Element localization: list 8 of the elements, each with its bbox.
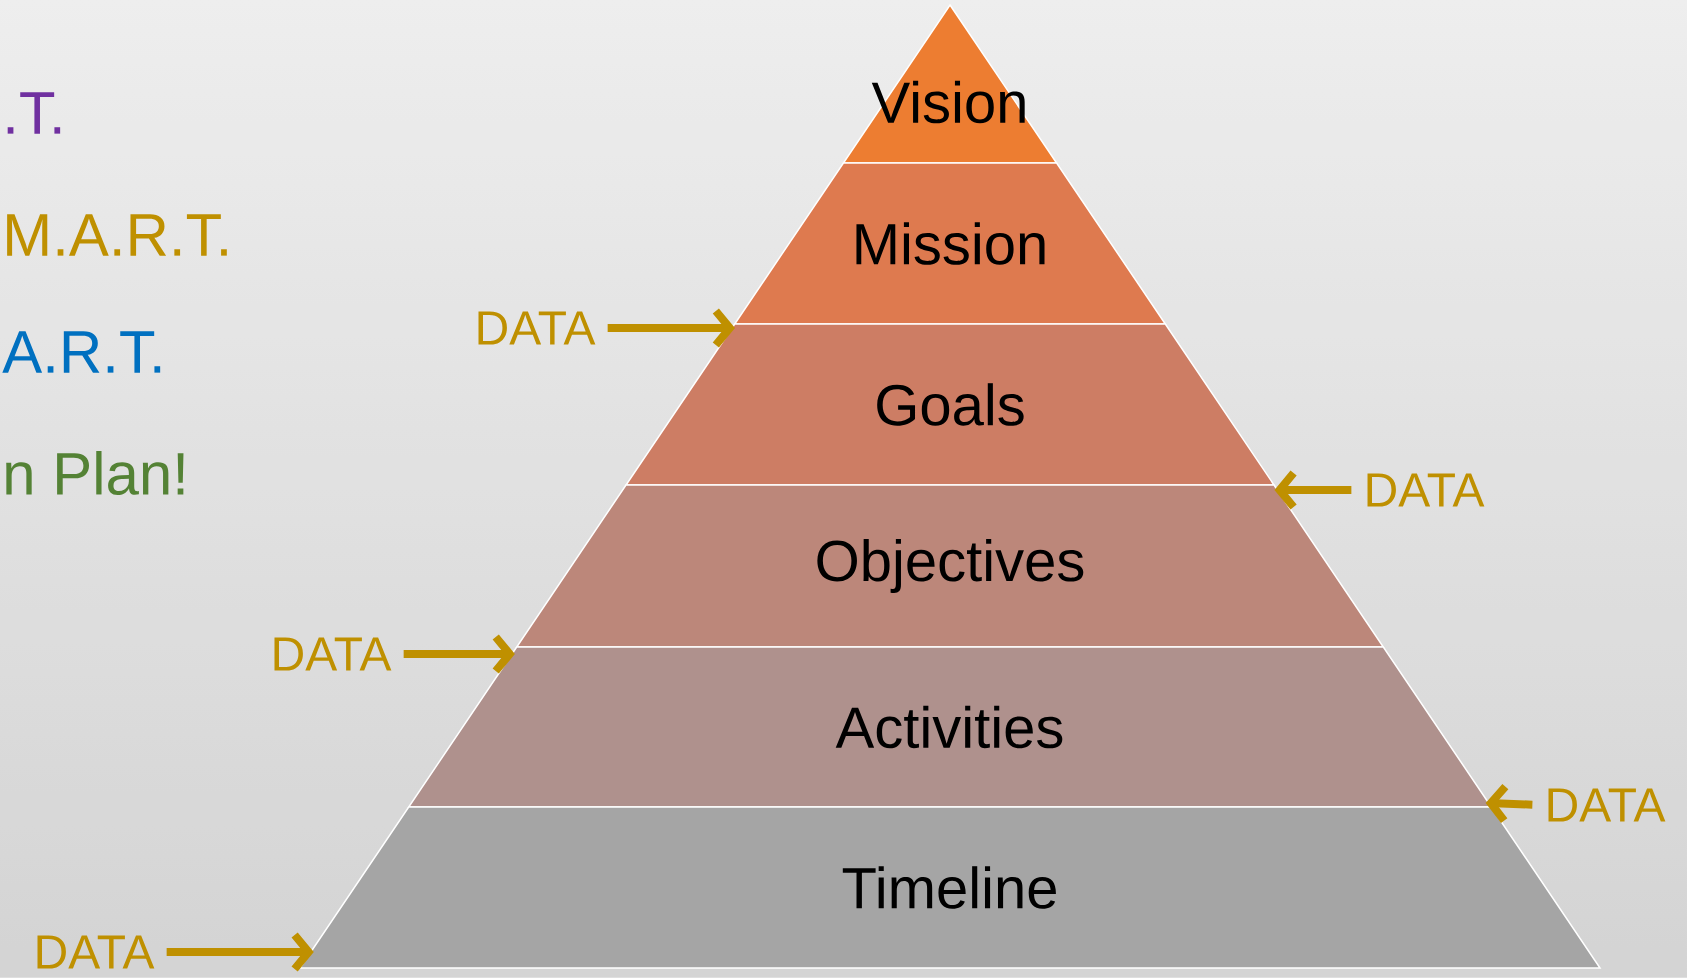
data-label: DATA <box>274 637 392 671</box>
heading-text: n Plan! <box>6 451 184 496</box>
heading-text: A.R.T. <box>2 331 161 373</box>
heading-text: M.A.R.T. <box>7 214 227 256</box>
heading-text: .T. <box>7 92 61 134</box>
data-label: DATA <box>478 311 596 345</box>
pyramid-level: Mission <box>733 162 1167 325</box>
data-label: DATA <box>37 935 155 969</box>
